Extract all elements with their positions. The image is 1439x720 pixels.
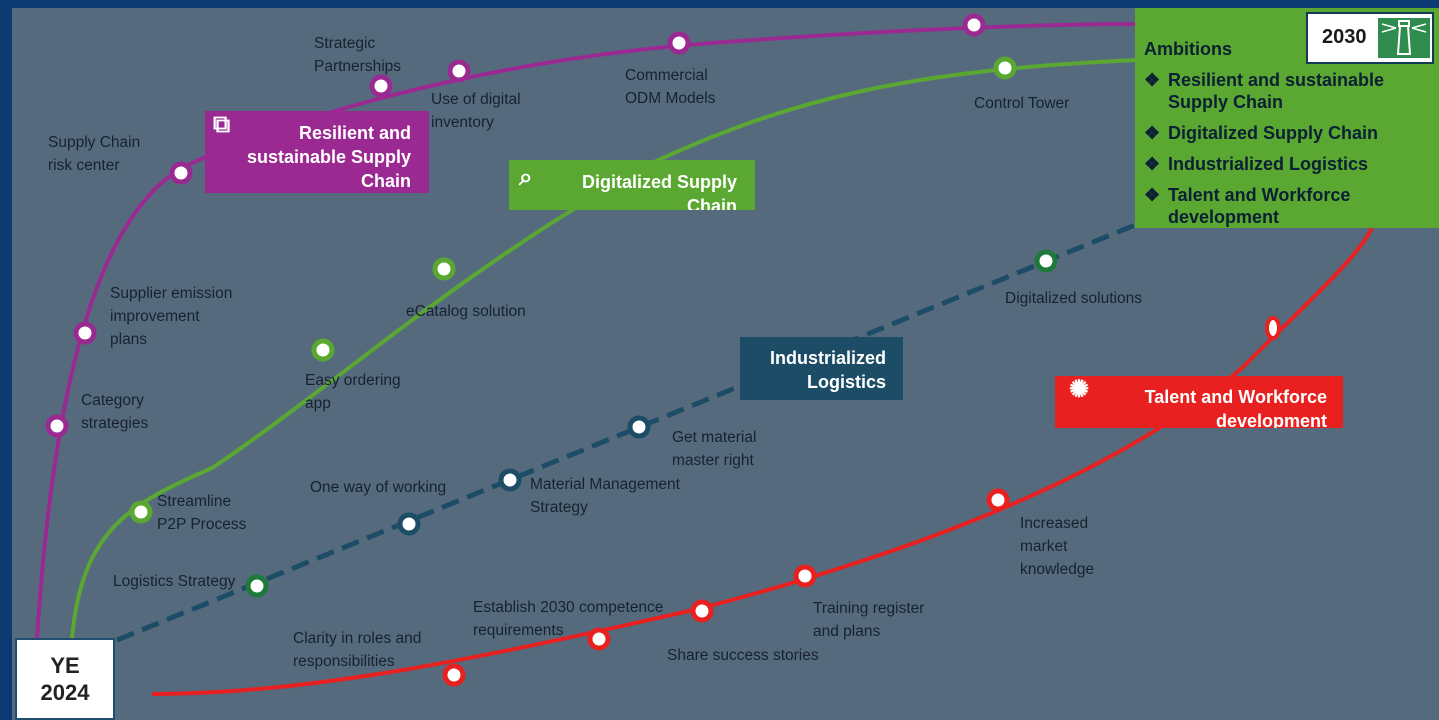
milestone-label: Strategic Partnerships (314, 35, 402, 75)
milestone-label: Supply Chain risk center (48, 134, 141, 174)
lighthouse-icon (1378, 18, 1430, 58)
resilient-track-title: Resilient and sustainable Supply Chain (246, 123, 411, 191)
milestone-label: Share success stories (667, 647, 819, 664)
puzzle-icon: ⧉ (213, 111, 231, 138)
milestone-dot[interactable] (986, 488, 1010, 512)
milestone-dot[interactable] (397, 512, 421, 536)
milestone-dot[interactable] (962, 13, 986, 37)
milestone-label: Establish 2030 competence requirements (473, 599, 664, 639)
digital-track-box: ⌕ Digitalized Supply Chain (509, 160, 755, 210)
ambition-text: Talent and Workforce development (1168, 185, 1351, 227)
milestone-dot[interactable] (1265, 316, 1281, 340)
bullet-icon: ❖ (1144, 70, 1161, 90)
milestone-dot[interactable] (73, 321, 97, 345)
ambitions-panel: 2030 Ambitions ❖ Resilient and sustainabl… (1135, 8, 1439, 228)
digital-track-title: Digitalized Supply Chain (581, 172, 737, 210)
ambition-item: ❖ Talent and Workforce development (1144, 184, 1384, 228)
milestone-dot[interactable] (793, 564, 817, 588)
milestone-label: Streamline P2P Process (157, 493, 247, 533)
milestone-dot[interactable] (45, 414, 69, 438)
milestone-label: Increased market knowledge (1020, 515, 1095, 578)
roadmap-canvas: ⧉ Resilient and sustainable Supply Chain… (12, 8, 1439, 720)
milestone-label: Get material master right (672, 429, 757, 469)
roadmap-paths (35, 13, 1374, 696)
bullet-icon: ❖ (1144, 123, 1161, 143)
logistics-track-title: Industrialized Logistics (769, 348, 886, 392)
ambition-text: Industrialized Logistics (1168, 154, 1369, 174)
milestone-dot[interactable] (169, 161, 193, 185)
talent-track-title: Talent and Workforce development (1144, 387, 1327, 428)
milestone-label: Clarity in roles and responsibilities (293, 630, 422, 670)
logistics-track-box: Industrialized Logistics (740, 337, 903, 400)
resilient-track-box: ⧉ Resilient and sustainable Supply Chain (205, 111, 429, 193)
milestone-dot[interactable] (432, 257, 456, 281)
ambition-item: ❖ Industrialized Logistics (1144, 153, 1384, 175)
network-icon: ✺ (1069, 376, 1090, 403)
milestone-label: Use of digital inventory (431, 91, 521, 131)
milestone-label: Training register and plans (813, 600, 925, 640)
milestone-dot[interactable] (311, 338, 335, 362)
milestone-label: Digitalized solutions (1005, 290, 1142, 307)
talent-track-box: ✺ Talent and Workforce development (1055, 376, 1343, 428)
search-chart-icon: ⌕ (519, 164, 533, 191)
milestone-dot[interactable] (245, 574, 269, 598)
milestone-dot[interactable] (1034, 249, 1058, 273)
milestone-dot[interactable] (442, 663, 466, 687)
milestone-label: Easy ordering app (305, 372, 401, 412)
milestone-label: eCatalog solution (406, 303, 526, 320)
ambition-item: ❖ Digitalized Supply Chain (1144, 122, 1384, 144)
milestone-label: Logistics Strategy (113, 573, 236, 590)
ambition-text: Digitalized Supply Chain (1168, 123, 1379, 143)
milestone-label: Material Management Strategy (530, 476, 680, 516)
milestone-label: One way of working (310, 479, 447, 496)
milestone-dot[interactable] (129, 500, 153, 524)
bullet-icon: ❖ (1144, 154, 1161, 174)
milestone-label: Control Tower (974, 95, 1070, 112)
milestone-dot[interactable] (993, 56, 1017, 80)
milestone-dot[interactable] (690, 599, 714, 623)
ambition-item: ❖ Resilient and sustainable Supply Chain (1144, 69, 1384, 113)
bullet-icon: ❖ (1144, 185, 1161, 205)
ambitions-title: Ambitions (1144, 39, 1232, 59)
milestone-dot[interactable] (447, 59, 471, 83)
milestone-label: Supplier emission improvement plans (110, 285, 233, 348)
milestone-dot[interactable] (369, 74, 393, 98)
milestone-label: Category strategies (81, 392, 149, 432)
milestone-dot[interactable] (498, 468, 522, 492)
milestone-dot[interactable] (667, 31, 691, 55)
talent-track (151, 227, 1374, 696)
milestone-dot[interactable] (587, 627, 611, 651)
milestone-dot[interactable] (627, 415, 651, 439)
start-year-box: YE 2024 (15, 638, 115, 720)
milestone-label: Commercial ODM Models (625, 67, 716, 107)
ambition-text: Resilient and sustainable Supply Chain (1168, 70, 1385, 112)
target-year: 2030 (1322, 26, 1367, 48)
ambitions-list: ❖Resilient and sustainable Supply Chain … (1144, 69, 1384, 237)
year-badge: 2030 (1306, 12, 1434, 64)
